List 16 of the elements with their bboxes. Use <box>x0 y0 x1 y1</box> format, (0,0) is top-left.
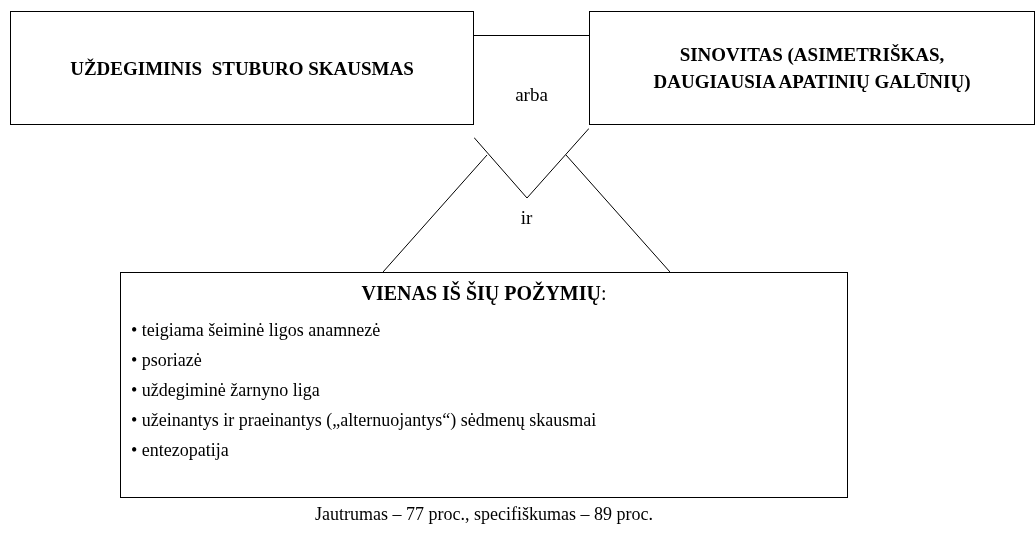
list-item: • uždegiminė žarnyno liga <box>131 379 321 402</box>
list-item: • psoriazė <box>131 349 203 372</box>
junction-shape <box>474 35 589 198</box>
connector-word: ir <box>519 206 534 230</box>
connector-word: arba <box>514 83 549 107</box>
criteria-box <box>120 272 848 498</box>
box-heading: VIENAS IŠ ŠIŲ POŽYMIŲ: <box>360 280 608 307</box>
text-box <box>589 11 1035 125</box>
box-heading: SINOVITAS (ASIMETRIŠKAS, DAUGIAUSIA APATINIŲ GALŪNIŲ) <box>652 43 972 94</box>
list-item: • užeinantys ir praeinantys („alternuojantys“) sėdmenų skausmai <box>131 409 598 432</box>
text-box <box>10 11 474 125</box>
caption: Jautrumas – 77 proc., specifiškumas – 89 proc. <box>314 503 654 526</box>
list-item: • teigiama šeiminė ligos anamnezė <box>131 319 382 342</box>
junction-shape <box>383 155 670 272</box>
box-heading: UŽDEGIMINIS STUBURO SKAUSMAS <box>70 56 414 81</box>
list-item: • entezopatija <box>131 439 230 462</box>
